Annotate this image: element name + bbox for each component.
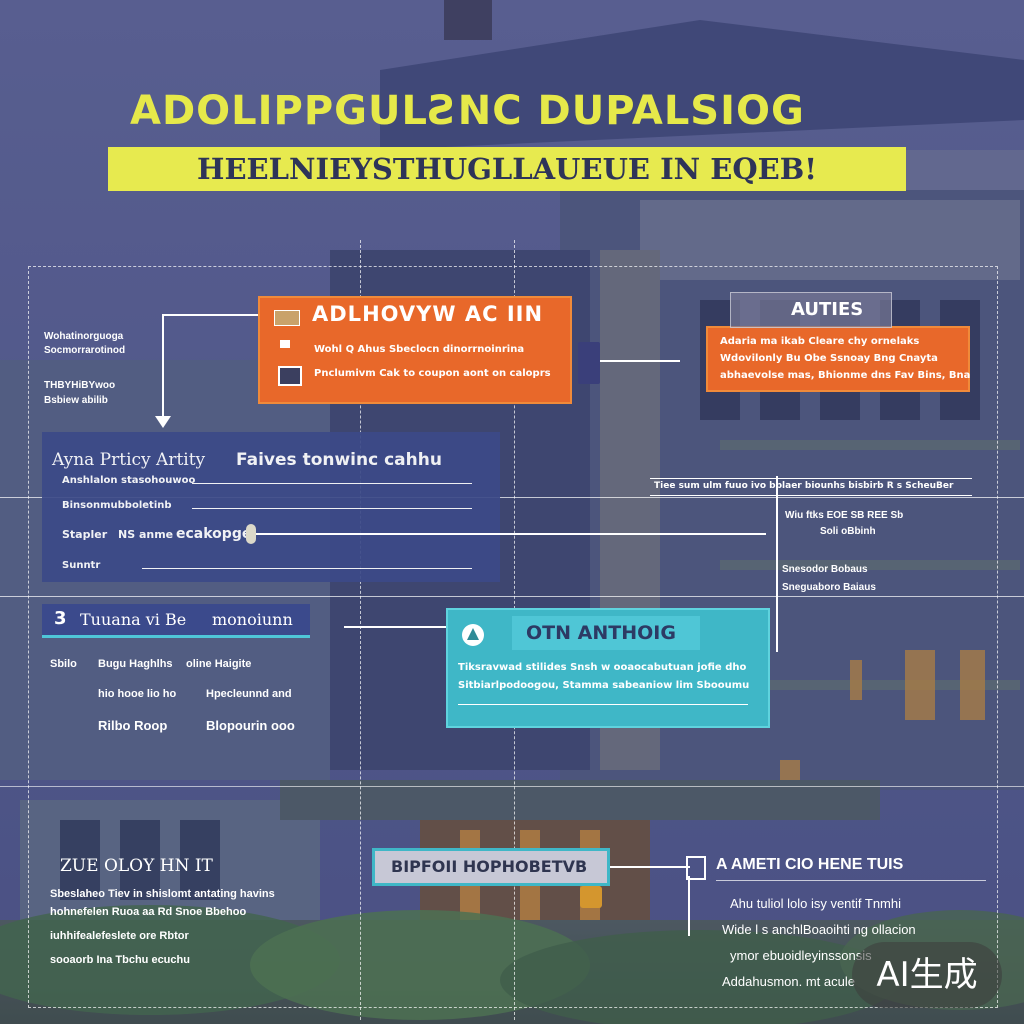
connector-line <box>776 476 778 652</box>
left-row-3a: Rilbo Roop <box>98 718 168 733</box>
panel-item-3a: Stapler <box>62 528 108 541</box>
divider <box>716 880 986 881</box>
triangle-logo-icon <box>462 624 484 646</box>
bottom-left-line-2: hohnefelen Ruoa aa Rd Snoe Bbehoo <box>50 906 247 918</box>
panel-item-4: Sunntr <box>62 560 101 571</box>
lamp-icon <box>580 886 602 908</box>
left-note-4: Bsbiew abilib <box>44 395 108 406</box>
monitor-icon <box>278 366 302 386</box>
right-notes-bar: Tiee sum ulm fuuo ivo bblaer biounhs bis… <box>650 478 972 496</box>
small-box-icon <box>280 340 290 348</box>
divider <box>458 704 748 705</box>
bottom-left-line-3: iuhhifealefeslete ore Rbtor <box>50 930 189 942</box>
navy-feature-panel: Ayna Prticy Artity Faives tonwinc cahhu … <box>42 432 500 582</box>
left-note-2: Socmorrarotinod <box>44 345 126 356</box>
card-line-1: Adaria ma ikab Cleare chy ornelaks <box>720 336 920 347</box>
bottom-left-line-1: Sbeslaheo Tiev in shislomt antating havi… <box>50 888 275 900</box>
label-title: BIPFOII HOPHOBETVB <box>391 857 588 876</box>
right-note-1: Wiu ftks EOE SB REE Sb <box>785 510 904 521</box>
left-row-1a: Sbilo <box>50 658 77 670</box>
card-line-1: Wohl Q Ahus Sbeclocn dinorrnoinrina <box>314 344 525 355</box>
left-row-2a: hio hooe lio ho <box>98 688 177 700</box>
bottom-center-label: BIPFOII HOPHOBETVB <box>372 848 610 886</box>
right-note-4: Sneguaboro Baiaus <box>782 582 876 593</box>
card-title: ADLHOVYW AC IIN <box>312 302 544 326</box>
section-title-2: monoiunn <box>212 610 293 629</box>
bottom-right-line-3: ymor ebuoidleyinssonsis <box>730 948 872 963</box>
connector-line <box>688 876 690 936</box>
right-notes-bar-text: Tiee sum ulm fuuo ivo bblaer biounhs bis… <box>654 481 954 491</box>
guide-horizontal-3 <box>0 786 1024 787</box>
small-node-icon <box>686 856 706 880</box>
section-title: Tuuana vi Be <box>80 610 187 629</box>
right-note-2: Soli oBbinh <box>820 526 876 537</box>
guide-horizontal-1 <box>0 497 1024 498</box>
left-note-3: THBYHiBYwoo <box>44 380 116 391</box>
left-section-header: 3 Tuuana vi Be monoiunn <box>42 604 310 638</box>
divider <box>192 508 472 509</box>
orange-info-card-right: Adaria ma ikab Cleare chy ornelaks Wdovi… <box>706 326 970 392</box>
left-row-3b: Blopourin ooo <box>206 718 295 733</box>
teal-info-card: OTN ANTHOIG Tiksravwad stilides Snsh w o… <box>446 608 770 728</box>
bottom-right-line-1: Ahu tuliol lolo isy ventif Tnmhi <box>730 896 902 911</box>
bottom-right-title: A AMETI CIO HENE TUIS <box>716 856 904 873</box>
left-row-1b: Bugu Haghlhs <box>98 658 173 670</box>
connector-line <box>344 626 448 628</box>
panel-item-2: Binsonmubboletinb <box>62 500 172 511</box>
left-row-2b: Hpecleunnd and <box>206 688 292 700</box>
panel-item-3c: ecakopge <box>176 526 252 542</box>
teal-title-box: OTN ANTHOIG <box>512 616 700 650</box>
card-line-1: Tiksravwad stilides Snsh w ooaocabutuan … <box>458 662 747 673</box>
panel-title-b: Faives tonwinc cahhu <box>236 450 442 470</box>
tag-icon <box>274 310 300 326</box>
connector-line <box>600 360 680 362</box>
arrow-down-icon <box>155 416 171 428</box>
triangle-shape <box>467 628 479 640</box>
connector-line <box>162 314 262 316</box>
ai-generated-watermark: AI生成 <box>852 942 1002 1008</box>
divider <box>192 483 472 484</box>
card-title: OTN ANTHOIG <box>526 622 676 644</box>
left-note-1: Wohatinorguoga <box>44 331 124 342</box>
bottom-left-line-4: sooaorb Ina Tbchu ecuchu <box>50 954 190 966</box>
slider-handle-icon <box>246 524 256 544</box>
orange-info-card-center: ADLHOVYW AC IIN Wohl Q Ahus Sbeclocn din… <box>258 296 572 404</box>
autes-label-box: AUTIES <box>730 292 892 328</box>
section-number: 3 <box>54 608 67 629</box>
card-line-2: Pnclumivm Cak to coupon aont on caloprs <box>314 368 551 379</box>
connector-line <box>610 866 690 868</box>
divider <box>142 568 472 569</box>
bottom-left-title: ZUE OLOY HN IT <box>60 856 213 876</box>
panel-item-3b: NS anme <box>118 528 174 541</box>
card-title: AUTIES <box>791 299 864 320</box>
guide-frame <box>28 266 998 1008</box>
guide-horizontal-2 <box>0 596 1024 597</box>
card-line-2: Wdovilonly Bu Obe Ssnoay Bng Cnayta <box>720 353 938 364</box>
page-title: ADOLIPPGULƧNC DUPALSIOG <box>130 88 805 134</box>
bottom-right-line-2: Wide l s anchlBoaoihti ng ollacion <box>722 922 916 937</box>
panel-item-1: Anshlalon stasohouwoo <box>62 475 196 486</box>
connector-line <box>256 533 766 535</box>
guide-vertical-1 <box>360 240 361 1020</box>
bottom-right-line-4: Addahusmon. mt acule <box>722 974 855 989</box>
left-row-1c: oline Haigite <box>186 658 252 670</box>
right-note-3: Snesodor Bobaus <box>782 564 868 575</box>
panel-title-a: Ayna Prticy Artity <box>52 450 206 470</box>
card-line-2: Sitbiarlpodoogou, Stamma sabeaniow lim S… <box>458 680 750 691</box>
page-subtitle-banner: HEELNIEYSTHUGLLAUEUE IN EQEB! <box>108 147 906 191</box>
connector-line <box>162 314 164 420</box>
pin-icon <box>578 342 600 384</box>
card-line-3: abhaevolse mas, Bhionme dns Fav Bins, Bn… <box>720 370 971 381</box>
